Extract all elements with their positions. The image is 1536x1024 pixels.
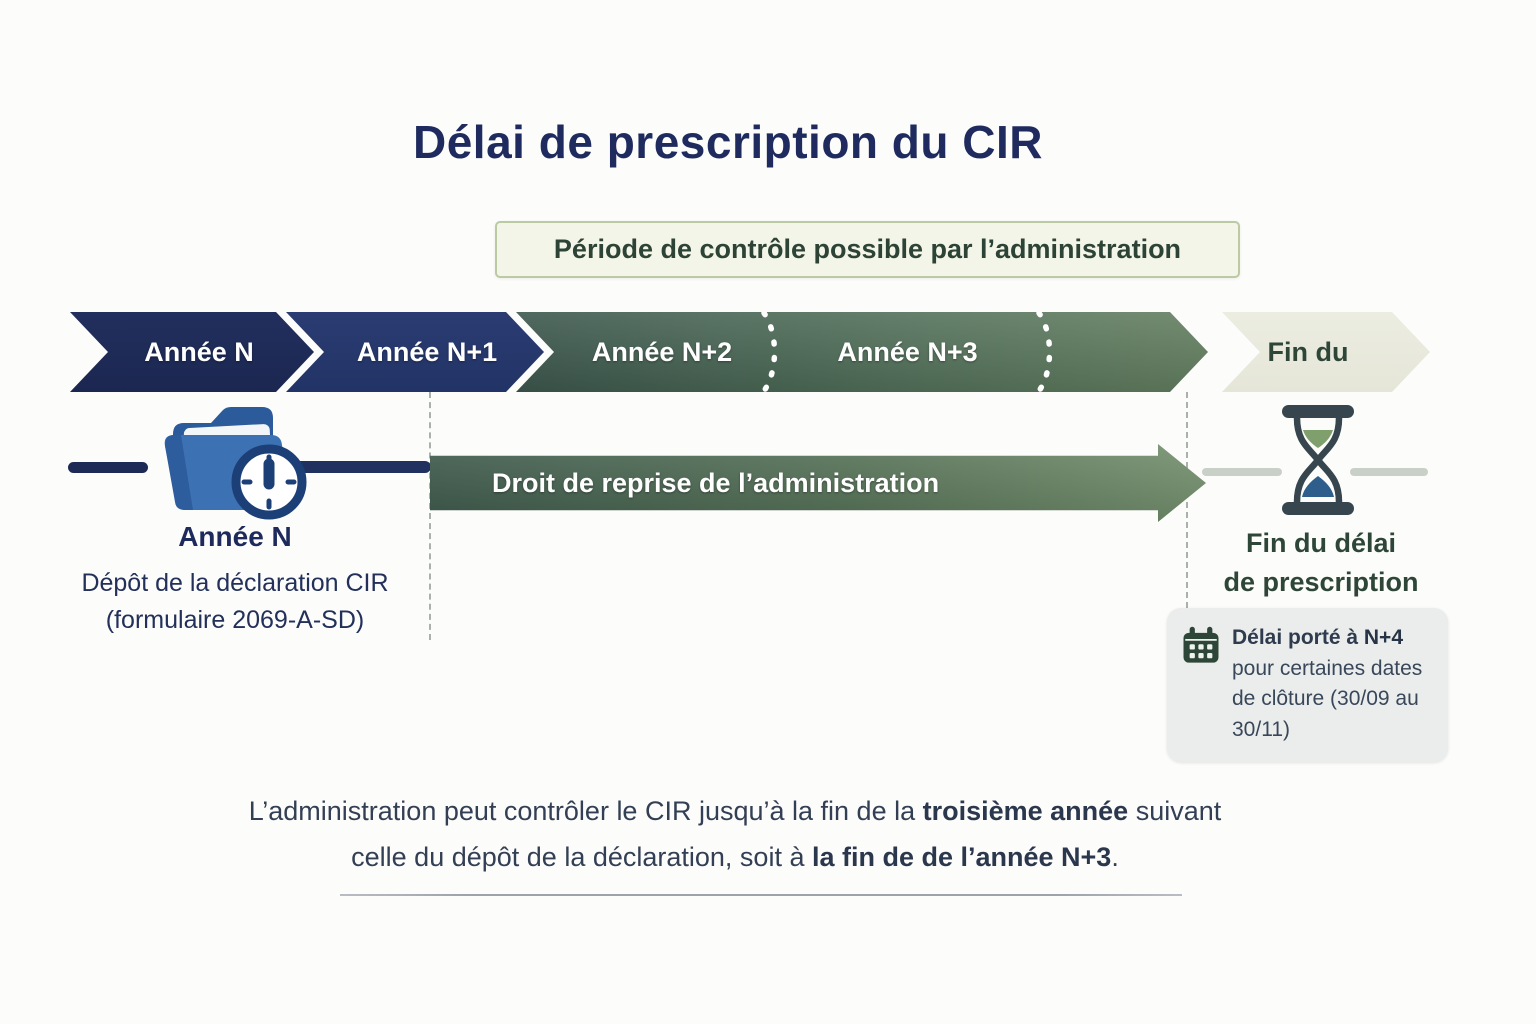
dashed-guide-left — [429, 392, 431, 640]
control-period-banner: Période de contrôle possible par l’admin… — [495, 221, 1240, 278]
footer-text-bold: la fin de de l’année N+3 — [811, 842, 1112, 872]
timeline-segment-fin-du: Fin du — [1222, 312, 1430, 392]
prescription-end-line-1: Fin du délai — [1245, 528, 1396, 558]
hourglass-icon — [1282, 405, 1354, 515]
deposit-heading: Année N — [178, 521, 292, 552]
navy-connector-line — [68, 462, 148, 473]
deposit-label-block: Année N Dépôt de la déclaration CIR (for… — [60, 521, 410, 639]
timeline-segment-annee-n: Année N — [70, 312, 314, 392]
note-lead-bold: N+4 — [1363, 626, 1403, 649]
footer-line-1: L’administration peut contrôler le CIR j… — [0, 788, 1470, 834]
prescription-end-line-2: de prescription — [1223, 567, 1419, 597]
folder-clock-icon — [164, 407, 307, 520]
control-period-banner-label: Période de contrôle possible par l’admin… — [553, 234, 1182, 264]
timeline-segment-label: Année N+1 — [356, 336, 498, 367]
note-body: pour certaines dates de clôture (30/09 a… — [1232, 656, 1423, 741]
timeline-segment-annee-n1: Année N+1 — [286, 312, 544, 392]
note-box: Délai porté à N+4 pour certaines dates d… — [1167, 608, 1448, 762]
timeline-segment-label: Année N — [144, 336, 254, 367]
footer-text: suivant — [1128, 796, 1222, 826]
note-lead: Délai porté à — [1232, 626, 1364, 649]
footer-caption: L’administration peut contrôler le CIR j… — [0, 788, 1470, 880]
dotted-separator — [1034, 310, 1060, 394]
calendar-icon — [1183, 626, 1219, 663]
reprise-arrow-label: Droit de reprise de l’administration — [492, 467, 940, 498]
reprise-arrow: Droit de reprise de l’administration — [430, 444, 1206, 522]
footer-line-2: celle du dépôt de la déclaration, soit à… — [0, 834, 1470, 880]
page-title: Délai de prescription du CIR — [413, 115, 1043, 168]
dashed-guide-right — [1186, 392, 1188, 608]
timeline-segment-annee-n2: Année N+2 — [591, 337, 733, 367]
deposit-line-1: Dépôt de la déclaration CIR — [81, 569, 389, 597]
footer-text: celle du dépôt de la déclaration, soit à — [351, 842, 812, 872]
deposit-line-2: (formulaire 2069-A-SD) — [105, 606, 365, 634]
dotted-separator — [759, 310, 785, 394]
navy-connector-line — [288, 461, 431, 473]
prescription-end-label: Fin du délai de prescription — [1190, 524, 1452, 602]
footer-text: . — [1111, 842, 1119, 872]
timeline-segment-label: Fin du — [1267, 336, 1349, 367]
footer-divider — [340, 894, 1182, 896]
gray-connector-line — [1202, 468, 1282, 476]
timeline-segment-green-band: Année N+2 Année N+3 — [516, 312, 1208, 392]
gray-connector-line — [1350, 468, 1428, 476]
footer-text-bold: troisième année — [922, 796, 1129, 826]
timeline-segment-annee-n3: Année N+3 — [837, 337, 978, 367]
note-text: Délai porté à N+4 pour certaines dates d… — [1232, 623, 1435, 745]
footer-text: L’administration peut contrôler le CIR j… — [248, 796, 923, 826]
